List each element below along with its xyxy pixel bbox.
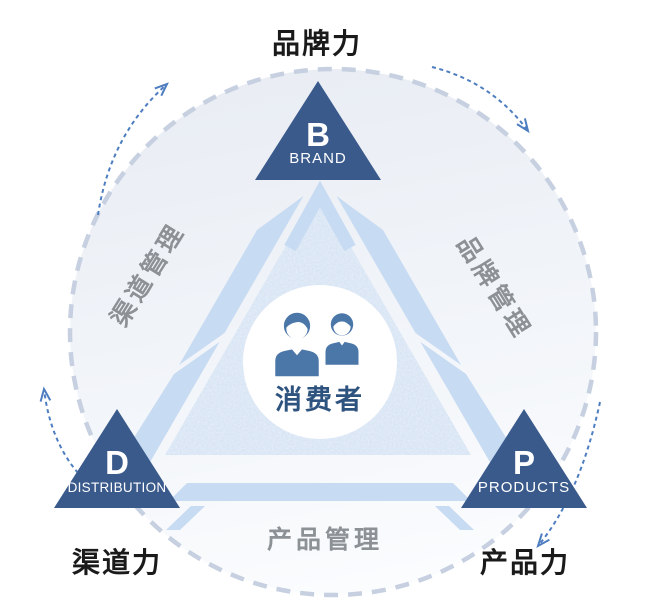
vertex-products: P PRODUCTS [461, 409, 587, 508]
clockwise-dashed-arrow-bottom-right [536, 401, 601, 549]
products-triangle [461, 409, 587, 508]
band-corner-slash-right [435, 506, 474, 530]
band-bottom-bar [169, 483, 471, 501]
center-consumer-label: 消费者 [275, 385, 365, 415]
distribution-letter: D [105, 444, 129, 481]
band-right-upper [336, 196, 461, 365]
edge-label-product-management: 产品管理 [267, 525, 383, 554]
brand-letter: B [306, 116, 330, 153]
clockwise-dashed-arrow-top-right [431, 66, 530, 134]
two-people-icon [272, 311, 359, 379]
products-word: PRODUCTS [478, 479, 570, 496]
clockwise-dashed-arrow-top-left [97, 82, 169, 216]
vertex-brand: B BRAND [255, 81, 381, 180]
brand-triangle [255, 81, 381, 180]
distribution-triangle [54, 409, 180, 508]
products-letter: P [513, 444, 535, 481]
outer-label-brand-power: 品牌力 [272, 28, 362, 59]
vertex-distribution: D DISTRIBUTION [54, 409, 180, 508]
band-apex-chevron [284, 180, 356, 252]
outer-label-channel-power: 渠道力 [72, 546, 162, 578]
band-corner-slash-left [166, 506, 205, 530]
outer-label-product-power: 产品力 [480, 547, 570, 578]
clockwise-dashed-arrow-left [39, 386, 79, 474]
distribution-word: DISTRIBUTION [68, 480, 167, 495]
band-left-upper [179, 196, 304, 365]
brand-word: BRAND [289, 150, 347, 167]
